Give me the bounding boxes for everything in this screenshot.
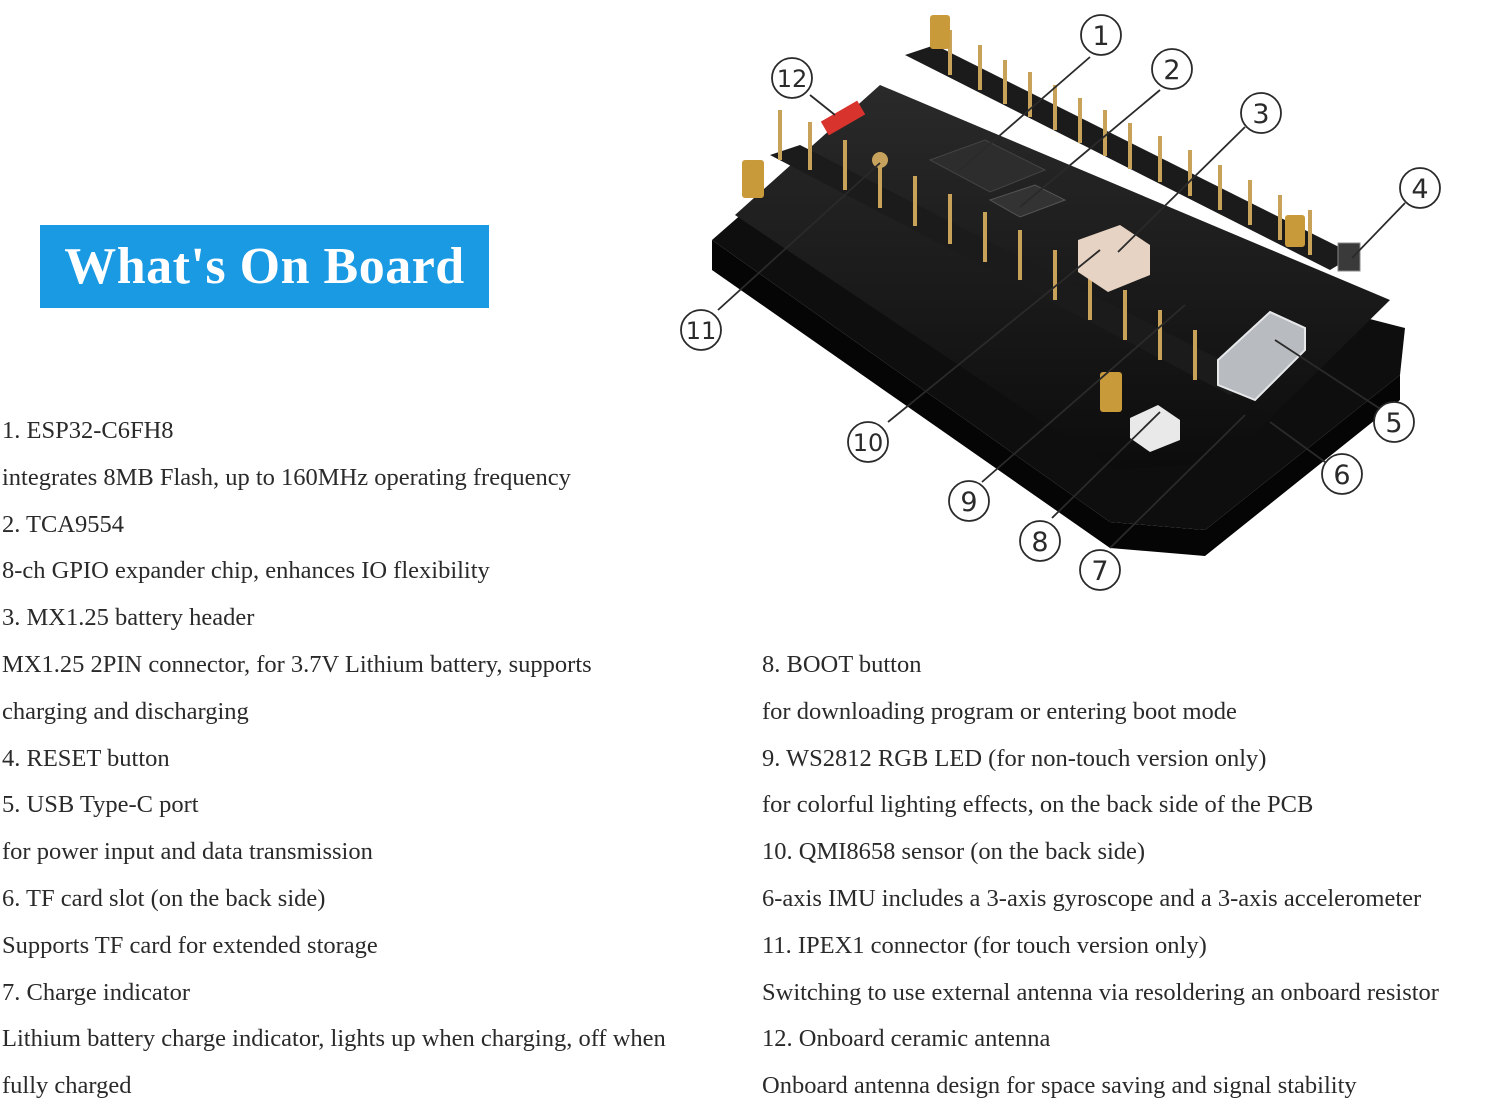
standoff-1 [742, 160, 764, 198]
component-4-label: 4. RESET button [2, 744, 170, 772]
leader-lines [717, 56, 1406, 549]
standoff-4 [1285, 215, 1305, 247]
callout-11: 11 [680, 309, 722, 351]
svg-text:11: 11 [686, 317, 717, 345]
ipex-connector [872, 152, 888, 168]
component-8-desc: for downloading program or entering boot… [762, 697, 1237, 725]
callout-12: 12 [771, 57, 813, 99]
component-5-desc: for power input and data transmission [2, 838, 373, 866]
usb-c-port [1217, 310, 1306, 402]
component-6-desc: Supports TF card for extended storage [2, 931, 378, 959]
callout-1: 1 [1080, 14, 1122, 56]
component-11-desc: Switching to use external antenna via re… [762, 978, 1439, 1006]
component-7-desc: Lithium battery charge indicator, lights… [2, 1025, 666, 1100]
svg-text:8: 8 [1031, 527, 1048, 558]
svg-text:12: 12 [777, 65, 808, 93]
component-11-label: 11. IPEX1 connector (for touch version o… [762, 931, 1207, 959]
svg-text:10: 10 [853, 429, 884, 457]
component-1-label: 1. ESP32-C6FH8 [2, 417, 174, 444]
component-3-desc: MX1.25 2PIN connector, for 3.7V Lithium … [2, 650, 592, 725]
svg-text:5: 5 [1385, 408, 1402, 439]
boot-button [1130, 405, 1180, 452]
component-9-desc: for colorful lighting effects, on the ba… [762, 791, 1314, 819]
svg-text:4: 4 [1411, 174, 1428, 205]
svg-text:7: 7 [1091, 556, 1108, 587]
callout-9: 9 [948, 480, 990, 522]
component-list-right: 8. BOOT button for downloading program o… [762, 642, 1498, 1110]
component-5-label: 5. USB Type-C port [2, 791, 199, 819]
title-banner: What's On Board [40, 225, 489, 308]
board-case-edge [712, 240, 1400, 556]
component-12-label: 12. Onboard ceramic antenna [762, 1025, 1051, 1053]
reset-button [1337, 242, 1361, 272]
component-1-desc: integrates 8MB Flash, up to 160MHz opera… [2, 463, 571, 491]
callout-6: 6 [1321, 453, 1363, 495]
ceramic-antenna [820, 100, 866, 136]
pin-header-front [770, 110, 1260, 395]
component-2-desc: 8-ch GPIO expander chip, enhances IO fle… [2, 557, 490, 585]
callout-3: 3 [1240, 92, 1282, 134]
board-diagram: 1 2 3 4 5 6 7 8 [680, 8, 1441, 591]
svg-text:6: 6 [1333, 460, 1350, 491]
component-12-desc: Onboard antenna design for space saving … [762, 1072, 1357, 1100]
component-8-label: 8. BOOT button [762, 651, 922, 678]
callout-5: 5 [1373, 401, 1415, 443]
component-6-label: 6. TF card slot (on the back side) [2, 884, 326, 912]
standoff-3 [1100, 372, 1122, 412]
callout-2: 2 [1151, 48, 1193, 90]
esp32-chip [928, 139, 1047, 193]
callout-10: 10 [847, 421, 889, 463]
svg-text:2: 2 [1163, 55, 1180, 86]
callout-8: 8 [1019, 520, 1061, 562]
callout-7: 7 [1079, 549, 1121, 591]
component-10-desc: 6-axis IMU includes a 3-axis gyroscope a… [762, 884, 1422, 912]
component-9-label: 9. WS2812 RGB LED (for non-touch version… [762, 744, 1267, 772]
component-2-label: 2. TCA9554 [2, 510, 125, 538]
svg-text:3: 3 [1252, 99, 1269, 130]
component-7-label: 7. Charge indicator [2, 978, 191, 1006]
svg-text:1: 1 [1092, 21, 1109, 52]
page-title: What's On Board [64, 238, 465, 295]
svg-text:9: 9 [960, 487, 977, 518]
battery-header [1078, 225, 1150, 292]
component-3-label: 3. MX1.25 battery header [2, 604, 255, 632]
standoff-2 [930, 15, 950, 49]
component-list-left: 1. ESP32-C6FH8 integrates 8MB Flash, up … [2, 408, 692, 1110]
component-10-label: 10. QMI8658 sensor (on the back side) [762, 838, 1146, 866]
callout-4: 4 [1399, 167, 1441, 209]
